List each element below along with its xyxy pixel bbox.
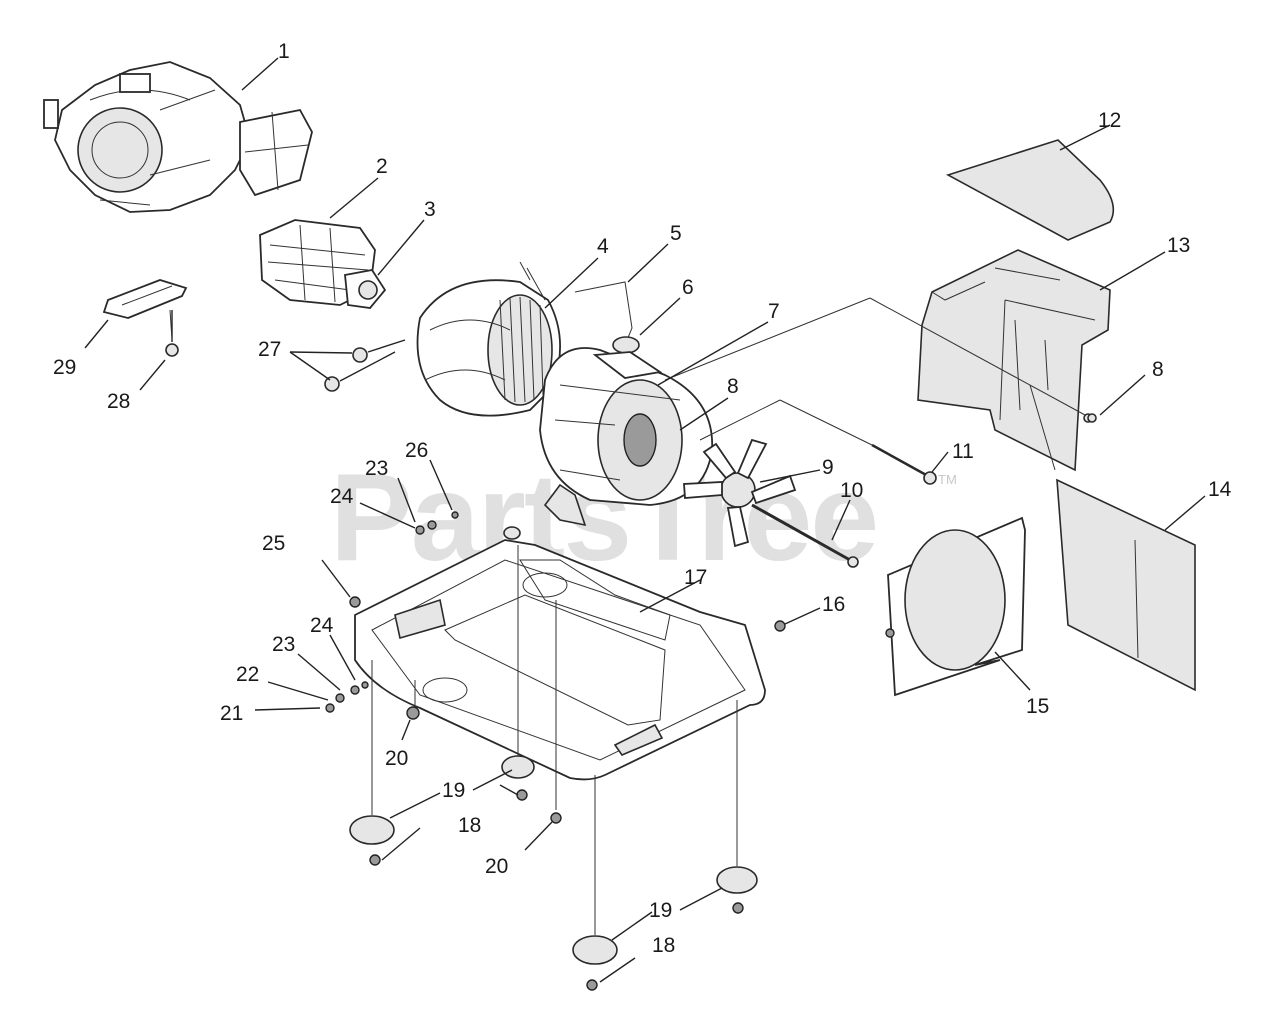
callout-17[interactable]: 17 <box>684 566 707 589</box>
part-bolt-11[interactable] <box>871 443 937 485</box>
callout-7[interactable]: 7 <box>768 300 780 323</box>
callout-8-right[interactable]: 8 <box>1152 358 1164 381</box>
part-nut-28[interactable] <box>165 343 179 357</box>
callout-25[interactable]: 25 <box>262 532 285 555</box>
callout-21[interactable]: 21 <box>220 702 243 725</box>
callout-14[interactable]: 14 <box>1208 478 1232 501</box>
callout-22[interactable]: 22 <box>236 663 259 686</box>
part-nut-20[interactable] <box>406 706 562 824</box>
callout-1[interactable]: 1 <box>278 40 290 63</box>
callout-10[interactable]: 10 <box>840 479 863 502</box>
part-shaft-bolt[interactable] <box>751 503 859 568</box>
callout-19-bottom[interactable]: 19 <box>649 899 672 922</box>
part-small-hardware[interactable] <box>325 413 1097 713</box>
callout-28[interactable]: 28 <box>107 390 130 413</box>
part-bracket[interactable] <box>102 279 188 319</box>
callout-24-upper[interactable]: 24 <box>330 485 354 508</box>
part-rubber-foot[interactable] <box>349 526 758 965</box>
part-engine[interactable] <box>43 61 313 213</box>
assembly-lines <box>169 297 1086 935</box>
part-frame-cover[interactable] <box>917 249 1111 472</box>
part-shroud[interactable] <box>885 516 1026 697</box>
callout-9[interactable]: 9 <box>822 456 834 479</box>
part-cap[interactable] <box>612 336 640 354</box>
callout-6[interactable]: 6 <box>682 276 694 299</box>
callout-16[interactable]: 16 <box>822 593 845 616</box>
leader-lines <box>84 57 1206 983</box>
callout-2[interactable]: 2 <box>376 155 388 178</box>
callout-23-lower[interactable]: 23 <box>272 633 295 656</box>
callout-11[interactable]: 11 <box>952 440 974 463</box>
callouts: 1 2 3 4 5 6 7 8 8 9 10 11 12 13 14 15 16… <box>53 40 1232 957</box>
part-rod[interactable] <box>574 281 633 346</box>
callout-26[interactable]: 26 <box>405 439 428 462</box>
callout-27[interactable]: 27 <box>258 338 281 361</box>
callout-12[interactable]: 12 <box>1098 109 1121 132</box>
part-screw-18[interactable] <box>369 789 744 991</box>
callout-18-left[interactable]: 18 <box>458 814 481 837</box>
part-cover-housing[interactable] <box>539 347 714 527</box>
callout-20-bottom[interactable]: 20 <box>485 855 508 878</box>
callout-13[interactable]: 13 <box>1167 234 1190 257</box>
part-top-panel[interactable] <box>945 139 1115 241</box>
part-fan[interactable] <box>683 438 797 548</box>
callout-29[interactable]: 29 <box>53 356 76 379</box>
part-rotor[interactable] <box>344 269 387 309</box>
callout-3[interactable]: 3 <box>424 198 436 221</box>
callout-23-upper[interactable]: 23 <box>365 457 388 480</box>
callout-19-left[interactable]: 19 <box>442 779 465 802</box>
watermark-trademark: TM <box>938 472 957 487</box>
part-fan-housing[interactable] <box>416 261 561 417</box>
callout-24-lower[interactable]: 24 <box>310 614 334 637</box>
callout-5[interactable]: 5 <box>670 222 682 245</box>
callout-4[interactable]: 4 <box>597 235 609 258</box>
part-screws-27[interactable] <box>324 339 406 392</box>
callout-15[interactable]: 15 <box>1026 695 1049 718</box>
part-side-panel[interactable] <box>1056 478 1196 692</box>
callout-18-bottom[interactable]: 18 <box>652 934 675 957</box>
callout-8-center[interactable]: 8 <box>727 375 739 398</box>
callout-20-left[interactable]: 20 <box>385 747 408 770</box>
